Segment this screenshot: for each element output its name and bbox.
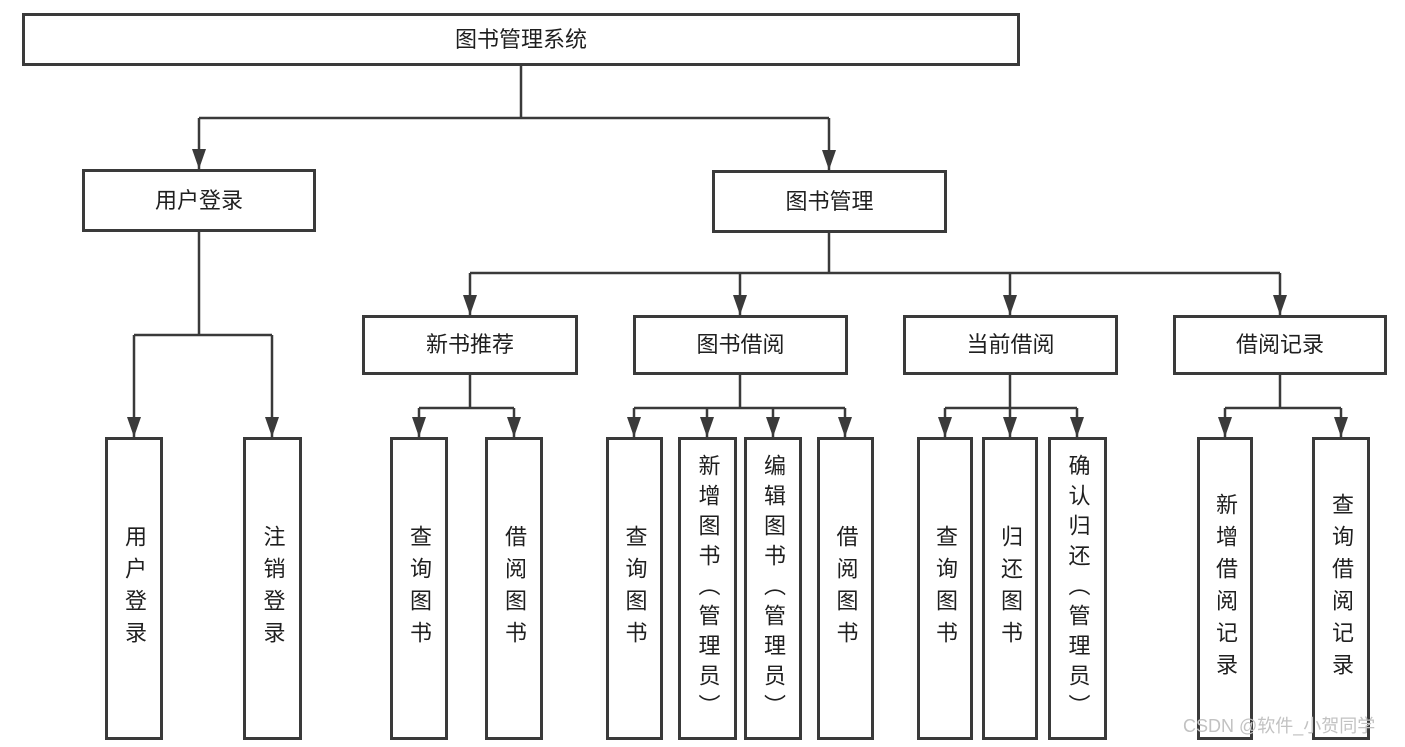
leaf-current-confirm-return-admin: 确认归还（管理员） — [1048, 437, 1107, 740]
leaf-borrow-borrow-books: 借阅图书 — [817, 437, 874, 740]
node-current-borrowing: 当前借阅 — [903, 315, 1118, 375]
csdn-watermark: CSDN @软件_小贺同学 — [1183, 716, 1376, 736]
node-book-management: 图书管理 — [712, 170, 947, 233]
leaf-logout: 注销登录 — [243, 437, 302, 740]
leaf-label: 查询图书 — [622, 524, 648, 653]
leaf-records-query-borrow-record: 查询借阅记录 — [1312, 437, 1370, 740]
leaf-borrow-add-books-admin: 新增图书（管理员） — [678, 437, 737, 740]
leaf-current-return-books: 归还图书 — [982, 437, 1038, 740]
node-label: 借阅记录 — [1235, 332, 1324, 357]
leaf-user-login: 用户登录 — [105, 437, 163, 740]
leaf-label: 确认归还（管理员） — [1065, 453, 1091, 724]
leaf-borrow-edit-books-admin: 编辑图书（管理员） — [744, 437, 802, 740]
node-label: 图书借阅 — [696, 332, 785, 357]
leaf-label: 查询图书 — [407, 524, 432, 653]
leaf-records-add-borrow-record: 新增借阅记录 — [1197, 437, 1253, 740]
node-label: 图书管理系统 — [454, 26, 587, 52]
node-library-management-system: 图书管理系统 — [22, 13, 1020, 66]
node-label: 图书管理 — [785, 188, 874, 214]
node-borrowing-records: 借阅记录 — [1173, 315, 1387, 375]
node-label: 新书推荐 — [425, 332, 514, 357]
node-user-login: 用户登录 — [82, 169, 316, 232]
leaf-borrow-query-books: 查询图书 — [606, 437, 663, 740]
node-label: 用户登录 — [154, 187, 243, 213]
leaf-label: 新增图书（管理员） — [695, 453, 721, 724]
leaf-recommend-query-books: 查询图书 — [390, 437, 448, 740]
node-book-borrowing: 图书借阅 — [633, 315, 848, 375]
leaf-label: 查询图书 — [933, 524, 958, 653]
leaf-recommend-borrow-books: 借阅图书 — [485, 437, 543, 740]
leaf-current-query-books: 查询图书 — [917, 437, 973, 740]
leaf-label: 查询借阅记录 — [1329, 492, 1354, 685]
leaf-label: 用户登录 — [122, 524, 147, 653]
leaf-label: 借阅图书 — [502, 524, 527, 653]
node-label: 当前借阅 — [966, 332, 1055, 357]
leaf-label: 编辑图书（管理员） — [761, 453, 786, 724]
leaf-label: 新增借阅记录 — [1213, 492, 1238, 685]
leaf-label: 借阅图书 — [833, 524, 859, 653]
leaf-label: 注销登录 — [260, 524, 286, 653]
node-new-book-recommendation: 新书推荐 — [362, 315, 578, 375]
leaf-label: 归还图书 — [998, 524, 1023, 653]
